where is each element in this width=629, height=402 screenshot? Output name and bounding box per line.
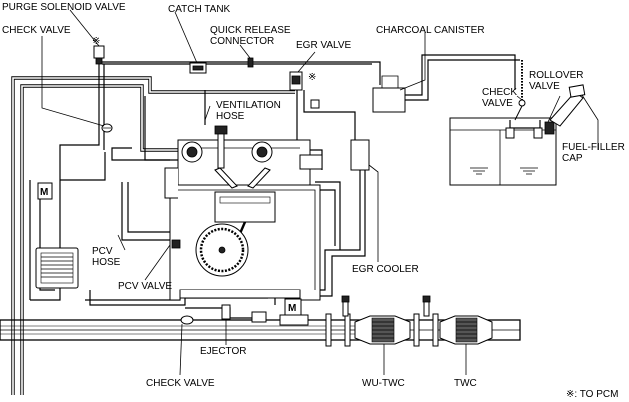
label-fuel-filler-cap-1: FUEL-FILLER <box>562 142 625 153</box>
label-pcv-valve: PCV VALVE <box>118 281 172 292</box>
label-quick-release-connector-1: QUICK RELEASE <box>210 25 291 36</box>
purge-solenoid-valve: ※ <box>92 36 105 65</box>
pcv-valve <box>171 239 181 249</box>
leader-lines <box>41 9 599 376</box>
svg-text:M: M <box>40 187 48 198</box>
label-twc: TWC <box>454 378 477 389</box>
air-cleaner <box>35 247 79 289</box>
check-valve-bottom <box>180 315 194 325</box>
label-rollover-valve-2: VALVE <box>529 81 560 92</box>
label-pcv-hose-2: HOSE <box>92 257 121 268</box>
label-fuel-filler-cap-2: CAP <box>562 153 583 164</box>
to-pcm-mark-purge: ※ <box>92 36 100 47</box>
sensor-block-left: M <box>37 182 53 200</box>
label-check-valve-right-1: CHECK <box>482 87 517 98</box>
check-valve-top <box>101 123 113 133</box>
label-ventilation-hose-1: VENTILATION <box>216 100 281 111</box>
throttle-actuator: M <box>279 298 309 326</box>
catch-tank <box>189 62 207 74</box>
quick-release-connector <box>247 57 254 68</box>
wu-twc-catalyst <box>354 315 411 345</box>
engine-block <box>164 125 323 301</box>
fuel-tank <box>449 117 557 186</box>
egr-cooler <box>350 139 370 171</box>
svg-text:M: M <box>288 303 296 314</box>
label-pcv-hose-1: PCV <box>92 246 113 257</box>
label-catch-tank: CATCH TANK <box>168 4 231 15</box>
label-charcoal-canister: CHARCOAL CANISTER <box>376 25 485 36</box>
label-quick-release-connector-2: CONNECTOR <box>210 36 274 47</box>
label-wu-twc: WU-TWC <box>362 378 405 389</box>
label-check-valve-right-2: VALVE <box>482 98 513 109</box>
fuel-filler-cap <box>549 84 586 127</box>
label-purge-solenoid-valve: PURGE SOLENOID VALVE <box>2 2 126 13</box>
label-check-valve-top: CHECK VALVE <box>2 25 71 36</box>
label-check-valve-bottom: CHECK VALVE <box>146 378 215 389</box>
egr-valve: ※ <box>289 71 320 109</box>
label-egr-cooler: EGR COOLER <box>352 264 419 275</box>
to-pcm-mark-egr: ※ <box>308 72 316 83</box>
label-ejector: EJECTOR <box>200 346 247 357</box>
rollover-valve <box>544 121 555 135</box>
label-rollover-valve-1: ROLLOVER <box>529 70 583 81</box>
label-to-pcm-note: ※: TO PCM <box>566 389 618 400</box>
label-egr-valve: EGR VALVE <box>296 40 352 51</box>
check-valve-right <box>514 60 526 121</box>
charcoal-canister <box>372 75 406 113</box>
twc-catalyst <box>439 315 493 345</box>
label-ventilation-hose-2: HOSE <box>216 111 245 122</box>
